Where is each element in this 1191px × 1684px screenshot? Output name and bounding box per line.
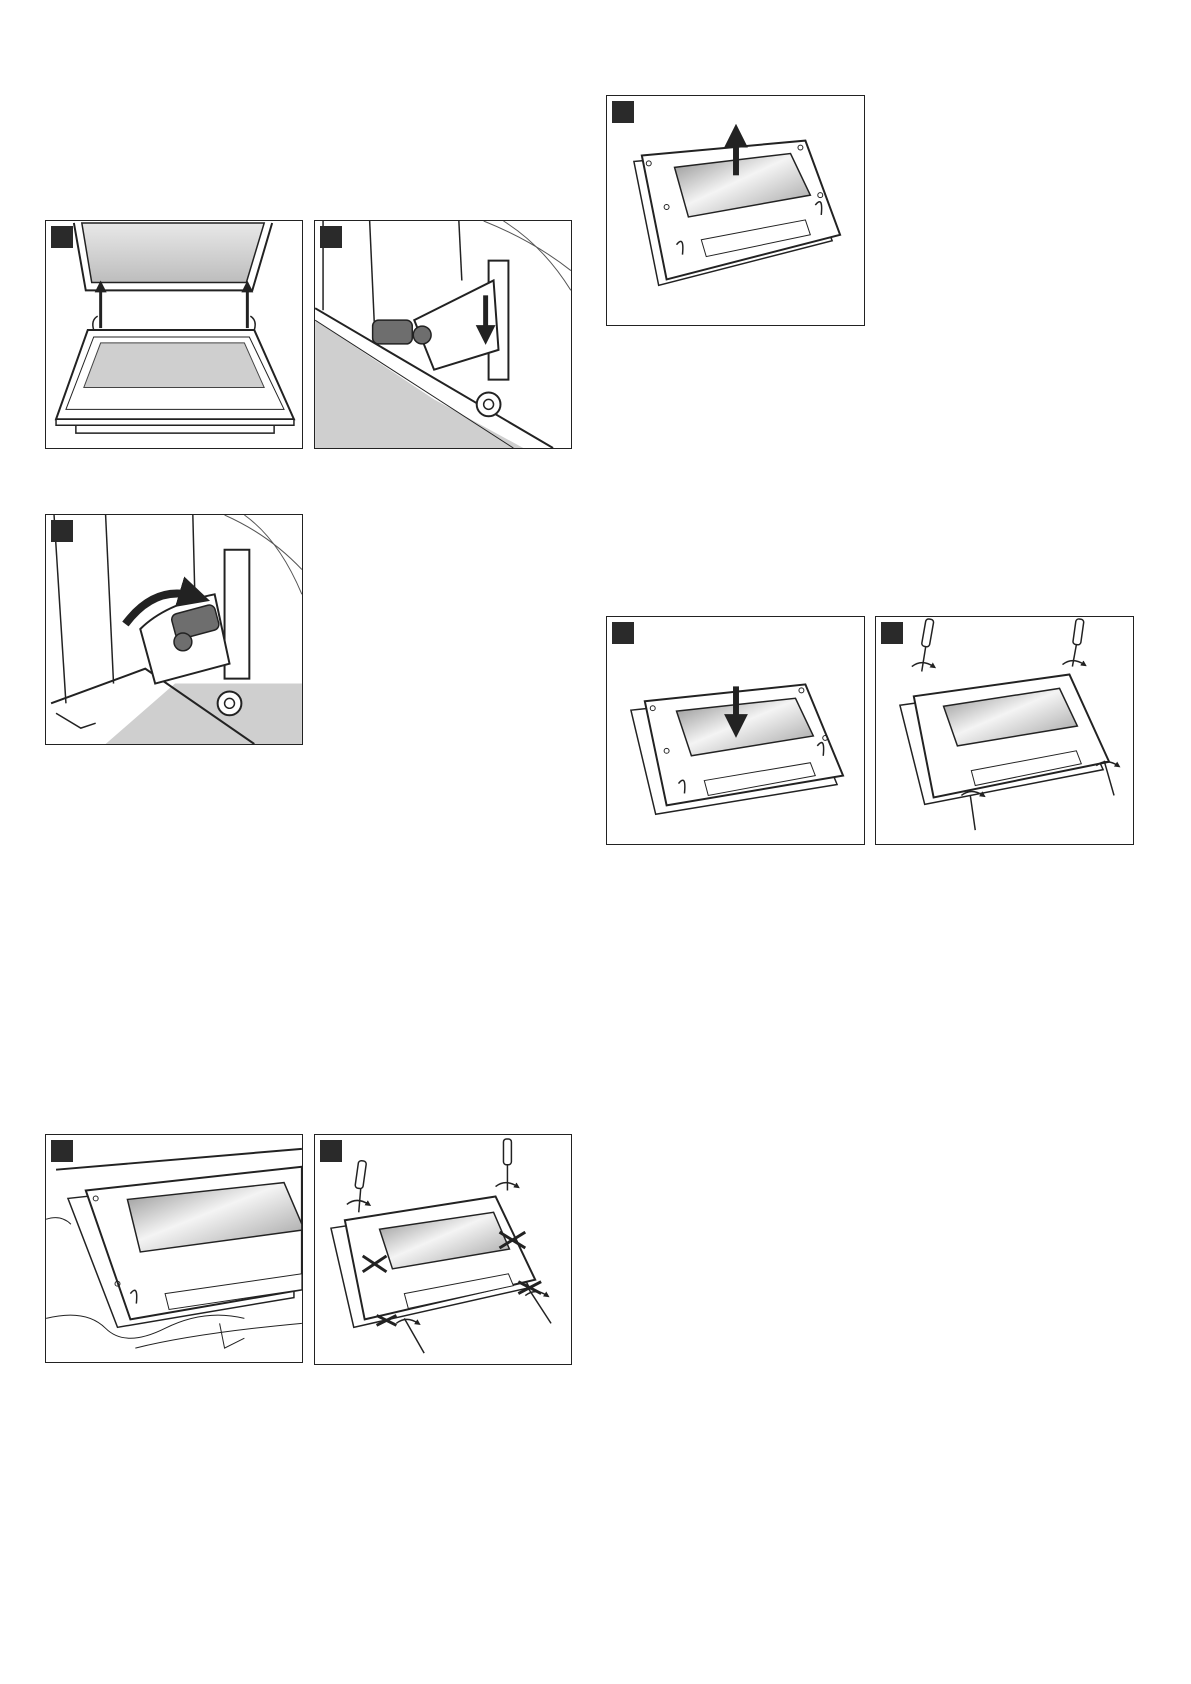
oven-door-illustration [46,221,302,448]
door-panel-illustration [607,617,864,844]
step-badge [51,1140,73,1162]
door-on-cloth-illustration [46,1135,302,1362]
door-screw-illustration [876,617,1133,844]
hinge-lever-flip-figure [45,514,303,745]
glass-panel-lift-figure [606,95,865,326]
step-badge [320,1140,342,1162]
hinge-lock-down-figure [314,220,572,449]
door-panel-illustration [607,96,864,325]
door-on-cloth-figure [45,1134,303,1363]
hinge-illustration [315,221,571,448]
door-screw-illustration [315,1135,571,1364]
step-badge [320,226,342,248]
hinge-lever-illustration [46,515,302,744]
oven-door-lift-off-figure [45,220,303,449]
screws-tighten-figure [875,616,1134,845]
step-badge [51,226,73,248]
glass-panel-insert-figure [606,616,865,845]
step-badge [881,622,903,644]
step-badge [612,622,634,644]
step-badge [51,520,73,542]
step-badge [612,101,634,123]
screws-remove-figure [314,1134,572,1365]
